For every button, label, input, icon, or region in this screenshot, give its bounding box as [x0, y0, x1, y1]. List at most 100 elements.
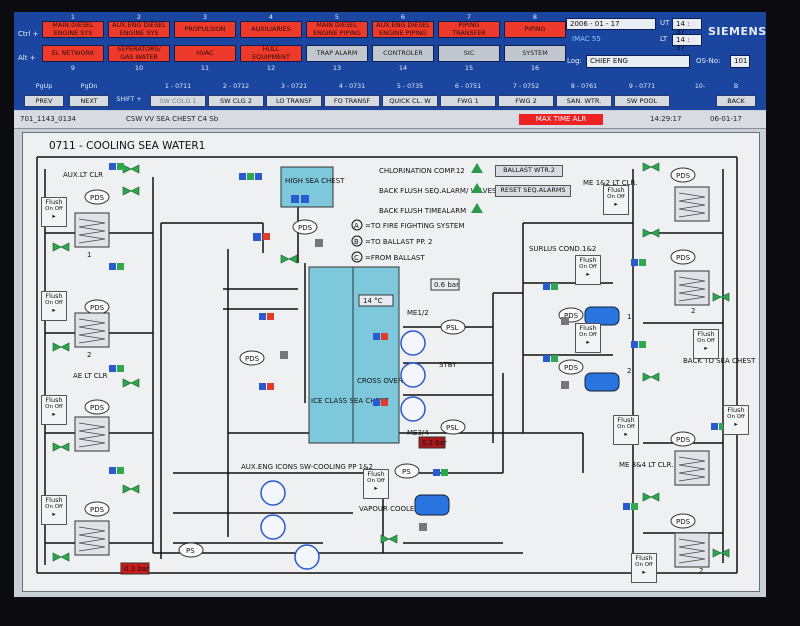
page-code: 4 - 0731: [338, 83, 366, 90]
svg-text:PSL: PSL: [446, 324, 459, 332]
system-name: IMAC 55: [572, 35, 601, 43]
flush-label: Flush: [617, 416, 635, 424]
page-button-8[interactable]: SAN. WTR.: [556, 95, 612, 107]
page-button-2[interactable]: SW CLG 2: [208, 95, 264, 107]
flush-arrow-icon[interactable]: ▸: [52, 410, 56, 418]
ballast-water-button[interactable]: BALLAST WTR.2: [495, 165, 563, 177]
row1-button-2[interactable]: AUX.ENG DIESEL ENGINE SYS: [108, 21, 170, 38]
pgdn-label: PgDn: [80, 83, 98, 90]
svg-text:PSL: PSL: [446, 424, 459, 432]
flush-arrow-icon[interactable]: ▸: [374, 484, 378, 492]
flush-arrow-icon[interactable]: ▸: [642, 568, 646, 576]
ut-time: 14 : 37: [672, 18, 702, 36]
page-code: 1 - 0711: [164, 83, 192, 90]
flush-arrow-icon[interactable]: ▸: [52, 212, 56, 220]
flush-arrow-icon[interactable]: ▸: [734, 420, 738, 428]
page-code: 8 - 0761: [570, 83, 598, 90]
svg-text:A: A: [354, 222, 359, 230]
row2-button-11[interactable]: HVAC: [174, 45, 236, 62]
pressure-readout-3: [120, 562, 150, 575]
flush-label: Flush: [367, 470, 385, 478]
flush-arrow-icon[interactable]: ▸: [624, 430, 628, 438]
row2-button-13[interactable]: TRAP ALARM: [306, 45, 368, 62]
reset-seq-alarms-button[interactable]: RESET SEQ.ALARMS: [495, 185, 571, 197]
svg-text:PDS: PDS: [564, 312, 579, 320]
row1-button-4[interactable]: AUXILIARIES: [240, 21, 302, 38]
surlus-cond-label: SURLUS COND.1&2: [529, 245, 596, 253]
max-time-alarm-badge[interactable]: MAX TIME ALR: [519, 114, 603, 125]
row2-number: 13: [332, 64, 342, 72]
svg-text:PDS: PDS: [676, 436, 691, 444]
flush-arrow-icon[interactable]: ▸: [614, 200, 618, 208]
row1-button-6[interactable]: AUX.ENG DIESEL ENGINE PIPING: [372, 21, 434, 38]
svg-text:=FROM BALLAST: =FROM BALLAST: [365, 254, 425, 262]
ice-class-sea-chest[interactable]: [308, 266, 400, 444]
flush-arrow-icon[interactable]: ▸: [586, 338, 590, 346]
page-button-4[interactable]: FO TRANSF: [324, 95, 380, 107]
cooling-sea-water-diagram: 0711 - COOLING SEA WATER1: [22, 132, 760, 592]
ut-label: UT: [660, 19, 670, 27]
pumps[interactable]: [260, 330, 426, 570]
flush-arrow-icon[interactable]: ▸: [704, 344, 708, 352]
page-button-1[interactable]: SW COLG 1: [150, 95, 206, 107]
alarm-date: 06-01-17: [710, 115, 742, 123]
row2-button-9[interactable]: EL NETWORK: [42, 45, 104, 62]
row1-button-7[interactable]: PIPING TRANSFER: [438, 21, 500, 38]
coolers[interactable]: [74, 186, 710, 568]
row2-button-10[interactable]: SEPERATORS/ GAS WATER: [108, 45, 170, 62]
svg-text:1: 1: [87, 251, 91, 259]
ctrl-label: Ctrl +: [18, 30, 39, 38]
svg-text:0.6 bar: 0.6 bar: [434, 281, 459, 289]
svg-text:2: 2: [691, 307, 695, 315]
back-button[interactable]: BACK: [716, 95, 756, 107]
page-button-6[interactable]: FWG 1: [440, 95, 496, 107]
row1-button-3[interactable]: PROPULSION: [174, 21, 236, 38]
date-field: 2006 - 01 - 17: [566, 18, 656, 30]
flush-on-off: On Off: [635, 562, 653, 568]
alarm-description: CSW VV SEA CHEST C4 Sb: [126, 115, 219, 123]
page-button-7[interactable]: FWG 2: [498, 95, 554, 107]
page-button-5[interactable]: QUICK CL. W: [382, 95, 438, 107]
prev-button[interactable]: PREV: [24, 95, 64, 107]
row1-number: 5: [334, 13, 340, 21]
row2-button-16[interactable]: SYSTEM: [504, 45, 566, 62]
flush-label: Flush: [579, 324, 597, 332]
page-code: 10-: [694, 83, 706, 90]
next-button[interactable]: NEXT: [69, 95, 109, 107]
flush-on-off: On Off: [617, 424, 635, 430]
row1-button-1[interactable]: MAIN DIESEL ENGINE SYS: [42, 21, 104, 38]
hmi-screen: Ctrl + Alt + 2006 - 01 - 17 UT 14 : 37 I…: [14, 12, 766, 597]
log-user-field[interactable]: CHIEF ENG: [586, 55, 690, 68]
flush-on-off: On Off: [727, 414, 745, 420]
valves[interactable]: [52, 162, 730, 562]
alarm-tag-id: 701_1143_0134: [20, 115, 76, 123]
flush-on-off: On Off: [607, 194, 625, 200]
cross-over-label: CROSS OVER: [357, 377, 403, 385]
legend: A B C =TO FIRE FIGHTING SYSTEM =TO BALLA…: [351, 219, 464, 263]
page-button-3[interactable]: LO TRANSF: [266, 95, 322, 107]
status-squares[interactable]: [109, 163, 726, 531]
row1-button-8[interactable]: PIPING: [504, 21, 566, 38]
page-button-9[interactable]: SW POOL: [614, 95, 670, 107]
flush-arrow-icon[interactable]: ▸: [52, 306, 56, 314]
condensers[interactable]: [414, 306, 620, 516]
row2-button-15[interactable]: SIC: [438, 45, 500, 62]
row2-button-14[interactable]: CONTROLER: [372, 45, 434, 62]
row2-button-12[interactable]: HULL EQUIPMENT: [240, 45, 302, 62]
flush-arrow-icon[interactable]: ▸: [586, 270, 590, 278]
flush-arrow-icon[interactable]: ▸: [52, 510, 56, 518]
row1-button-5[interactable]: MAIN DIESEL ENGINE PIPING: [306, 21, 368, 38]
system-menu-bar: Ctrl + Alt + 2006 - 01 - 17 UT 14 : 37 I…: [14, 12, 766, 80]
